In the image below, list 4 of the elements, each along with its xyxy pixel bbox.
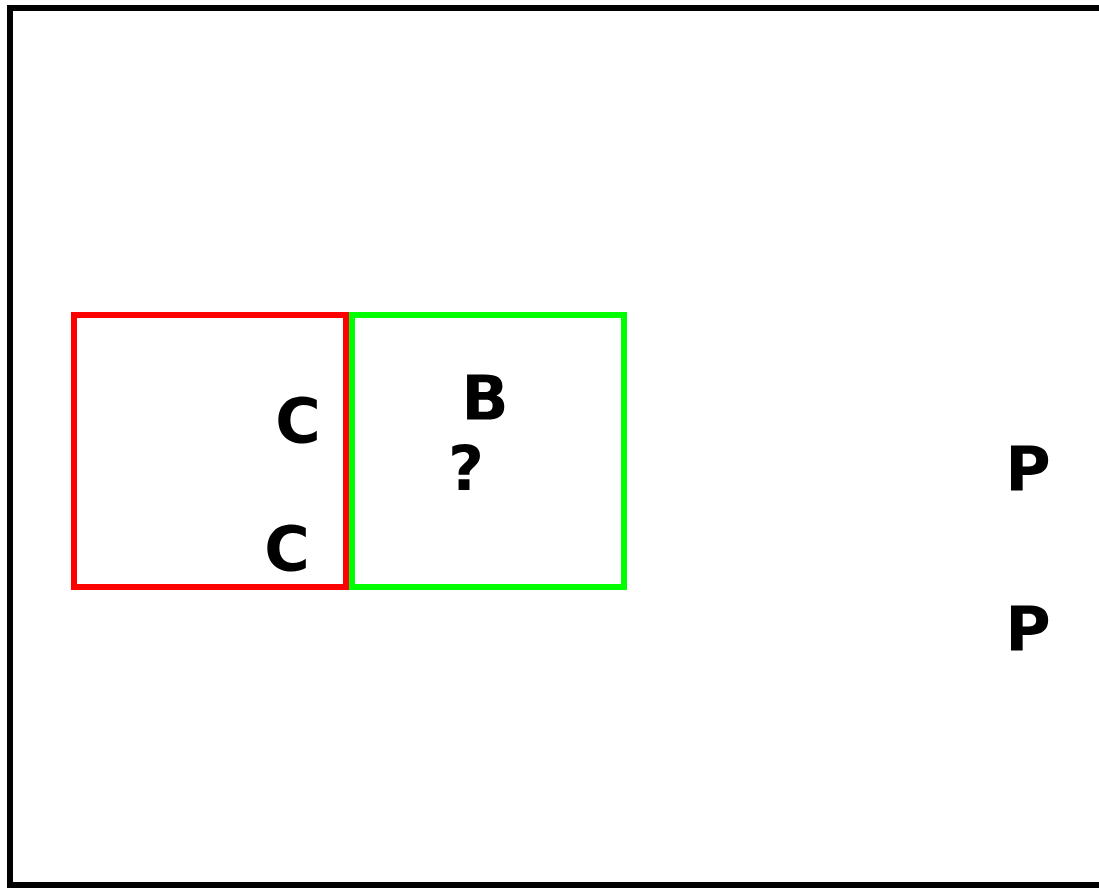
letter-label: P xyxy=(1011,605,1049,651)
letter-box: B ? xyxy=(349,312,627,590)
letter-label: P xyxy=(1011,445,1049,491)
letter-box: C C xyxy=(71,312,349,590)
